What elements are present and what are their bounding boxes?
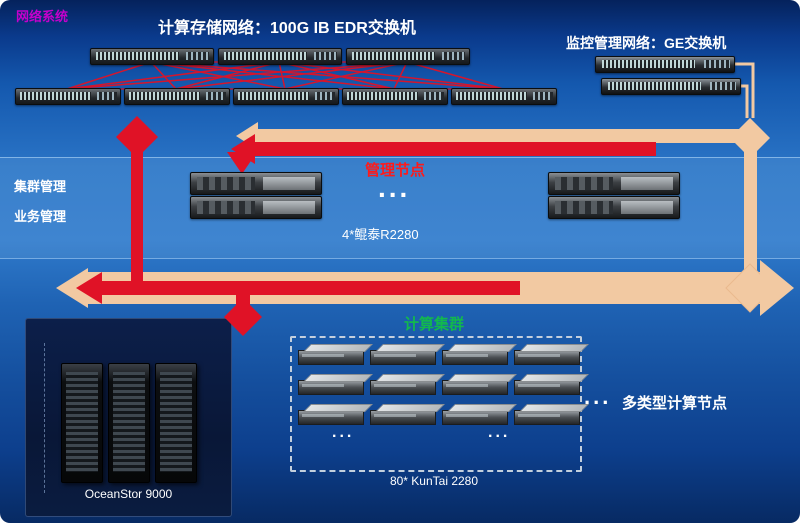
compute-server-icon — [298, 350, 364, 365]
compute-server-icon — [514, 380, 580, 395]
compute-server-icon — [298, 380, 364, 395]
storage-label: OceanStor 9000 — [84, 487, 173, 501]
dashed-guide-line — [44, 343, 45, 493]
peach-diamond-top-right — [730, 118, 770, 158]
management-server-icon — [548, 172, 680, 195]
ib-switch-icon — [218, 48, 342, 65]
compute-cluster-panel: ... ... — [290, 336, 582, 472]
compute-server-icon — [442, 350, 508, 365]
ib-switch-icon — [342, 88, 448, 105]
ib-switch-icon — [346, 48, 470, 65]
compute-nodes-label: 多类型计算节点 — [622, 395, 728, 412]
cluster-management-label: 集群管理 — [14, 179, 67, 194]
ge-switch-icon — [601, 78, 741, 95]
compute-server-icon — [298, 410, 364, 425]
storage-rack-icon — [108, 363, 150, 483]
peach-arrowhead-left — [56, 268, 88, 308]
ib-switch-icon — [90, 48, 214, 65]
peach-band-bottom — [86, 272, 762, 304]
compute-server-icon — [514, 350, 580, 365]
compute-server-icon — [370, 380, 436, 395]
ib-switch-icon — [451, 88, 557, 105]
ib-switch-icon — [15, 88, 121, 105]
storage-rack-icon — [61, 363, 103, 483]
compute-server-icon — [514, 410, 580, 425]
peach-arrowhead-right — [760, 260, 794, 316]
management-ellipsis: ... — [378, 172, 411, 203]
compute-server-icon — [370, 350, 436, 365]
compute-server-icon — [370, 410, 436, 425]
red-diamond-top-left — [116, 116, 158, 158]
ge-switch-icon — [595, 56, 735, 73]
compute-nodes-ellipsis: ... — [584, 384, 612, 409]
compute-cluster-title: 计算集群 — [403, 316, 464, 333]
red-mesh-lines — [20, 61, 550, 90]
peach-diamond-bottom-right — [725, 263, 775, 313]
compute-server-label: 80* KunTai 2280 — [389, 474, 479, 488]
compute-server-icon — [442, 410, 508, 425]
peach-arrow-horizontal-top — [236, 122, 742, 150]
red-arrow-horizontal-bottom — [76, 272, 520, 304]
management-server-icon — [190, 196, 322, 219]
compute-grid-ellipsis: ... — [332, 424, 355, 441]
management-server-label: 4*鲲泰R2280 — [342, 227, 419, 242]
ib-switch-icon — [124, 88, 230, 105]
compute-server-icon — [442, 380, 508, 395]
storage-rack-icon — [155, 363, 197, 483]
storage-panel: OceanStor 9000 — [25, 318, 232, 517]
management-server-icon — [548, 196, 680, 219]
business-management-label: 业务管理 — [14, 209, 67, 224]
ib-switch-icon — [233, 88, 339, 105]
management-node-title: 管理节点 — [365, 162, 426, 179]
management-server-icon — [190, 172, 322, 195]
network-system-label: 网络系统 — [16, 9, 69, 24]
compute-grid-ellipsis: ... — [488, 424, 511, 441]
monitor-network-title: 监控管理网络：GE交换机 — [566, 35, 727, 51]
compute-network-title: 计算存储网络：100G IB EDR交换机 — [158, 20, 416, 37]
red-connector-bottom — [236, 295, 250, 305]
